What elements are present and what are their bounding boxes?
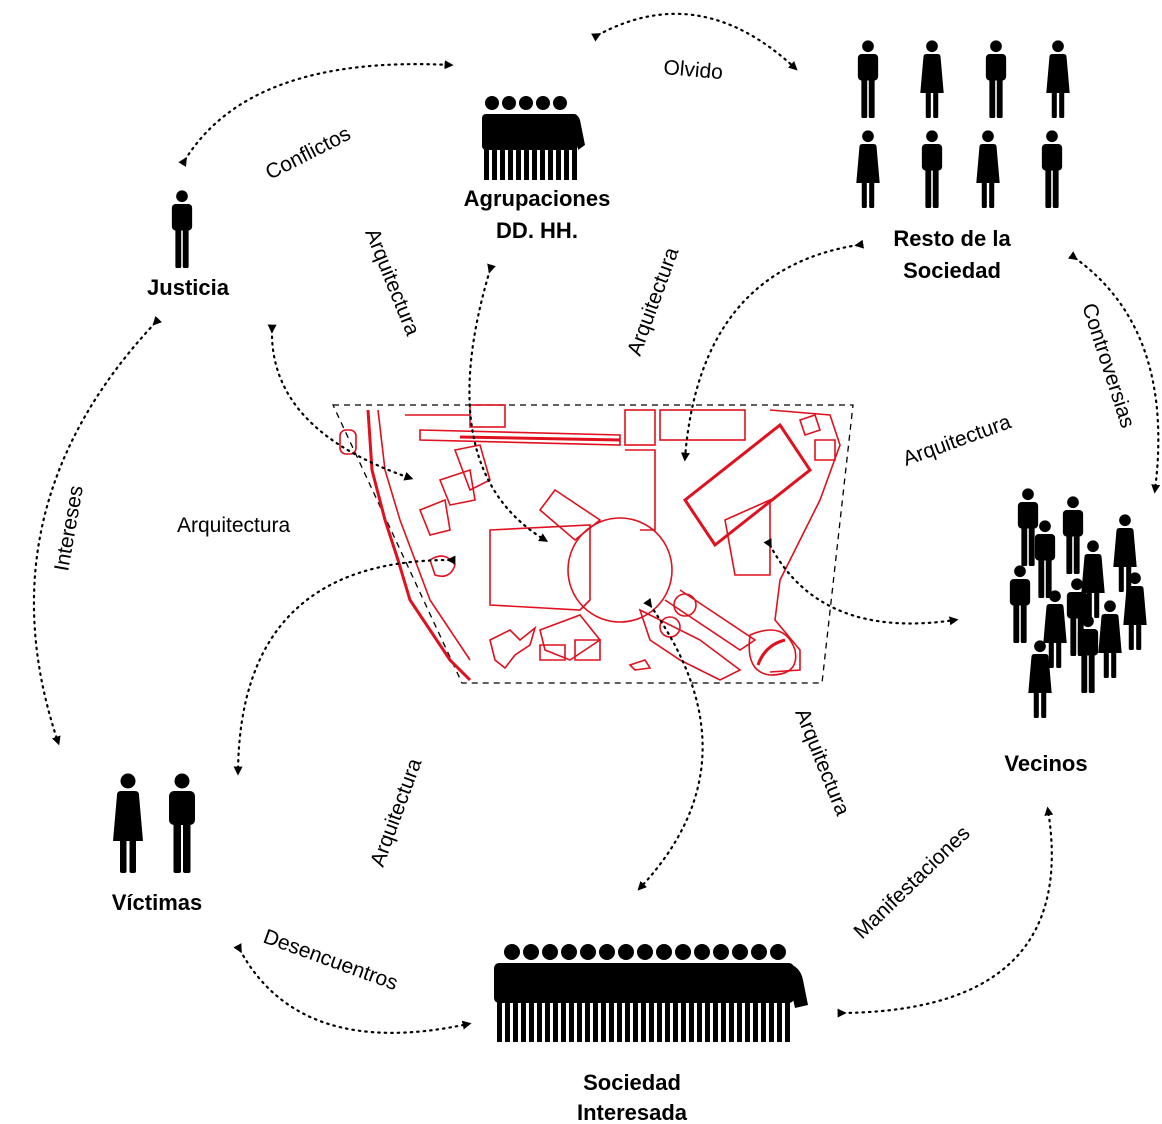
controversias-arc	[1067, 251, 1161, 494]
node-justicia: Justicia	[147, 190, 230, 300]
victimas-label: Víctimas	[112, 890, 203, 915]
arquitectura-arc-sociedad	[637, 597, 704, 891]
conflictos-label: Conflictos	[262, 122, 355, 184]
desencuentros-label: Desencuentros	[260, 925, 401, 995]
arquitectura-label-agrupaciones: Arquitectura	[623, 244, 683, 359]
agrupaciones-label-line2: DD. HH.	[496, 218, 578, 243]
resto-sociedad-label-line1: Resto de la	[893, 226, 1011, 251]
victimas-woman-icon	[113, 773, 143, 873]
vecinos-label: Vecinos	[1004, 751, 1087, 776]
arquitectura-label-victimas-side: Arquitectura	[177, 514, 291, 537]
arquitectura-arc-agrupaciones	[468, 263, 549, 542]
olvido-label: Olvido	[663, 56, 724, 84]
site-boundary	[331, 404, 854, 684]
resto-sociedad-people-icon	[856, 40, 1070, 208]
arquitectura-label-justicia: Arquitectura	[360, 225, 424, 339]
sociedad-interesada-crowd-icon	[494, 944, 808, 1042]
arquitectura-arc-victimas	[233, 555, 456, 776]
node-agrupaciones: Agrupaciones DD. HH.	[464, 96, 611, 243]
arquitectura-arc-resto	[680, 239, 865, 462]
arquitectura-label-sociedad: Arquitectura	[790, 705, 854, 819]
vecinos-crowd-icon	[1009, 488, 1147, 718]
intereses-label: Intereses	[50, 484, 88, 573]
arquitectura-arc-vecinos	[763, 538, 959, 626]
node-resto-sociedad: Resto de la Sociedad	[856, 40, 1070, 283]
desencuentros-arc	[233, 943, 472, 1034]
node-victimas: Víctimas	[112, 773, 203, 915]
agrupaciones-label-line1: Agrupaciones	[464, 186, 611, 211]
intereses-arc	[32, 315, 162, 746]
resto-sociedad-label-line2: Sociedad	[903, 258, 1001, 283]
sociedad-interesada-label-line2: Interesada	[577, 1100, 688, 1124]
arquitectura-arc-justicia	[267, 324, 414, 481]
controversias-label: Controversias	[1077, 300, 1139, 430]
victimas-man-icon	[169, 773, 195, 873]
node-vecinos: Vecinos	[1004, 488, 1147, 776]
agrupaciones-group-icon	[482, 96, 585, 180]
relation-arcs	[32, 12, 1161, 1034]
sociedad-interesada-label-line1: Sociedad	[583, 1070, 681, 1095]
manifestaciones-label: Manifestaciones	[849, 822, 974, 944]
justicia-label: Justicia	[147, 275, 230, 300]
manifestaciones-arc	[837, 806, 1054, 1018]
site-plan-drawing	[339, 404, 841, 682]
node-sociedad-interesada: Sociedad Interesada	[494, 944, 808, 1124]
conflictos-arc	[178, 60, 454, 167]
olvido-arc	[591, 12, 798, 71]
arquitectura-label-victimas: Arquitectura	[366, 755, 426, 870]
arquitectura-label-resto: Arquitectura	[900, 410, 1015, 470]
site-plan	[331, 404, 854, 684]
justicia-person-icon	[171, 190, 193, 268]
